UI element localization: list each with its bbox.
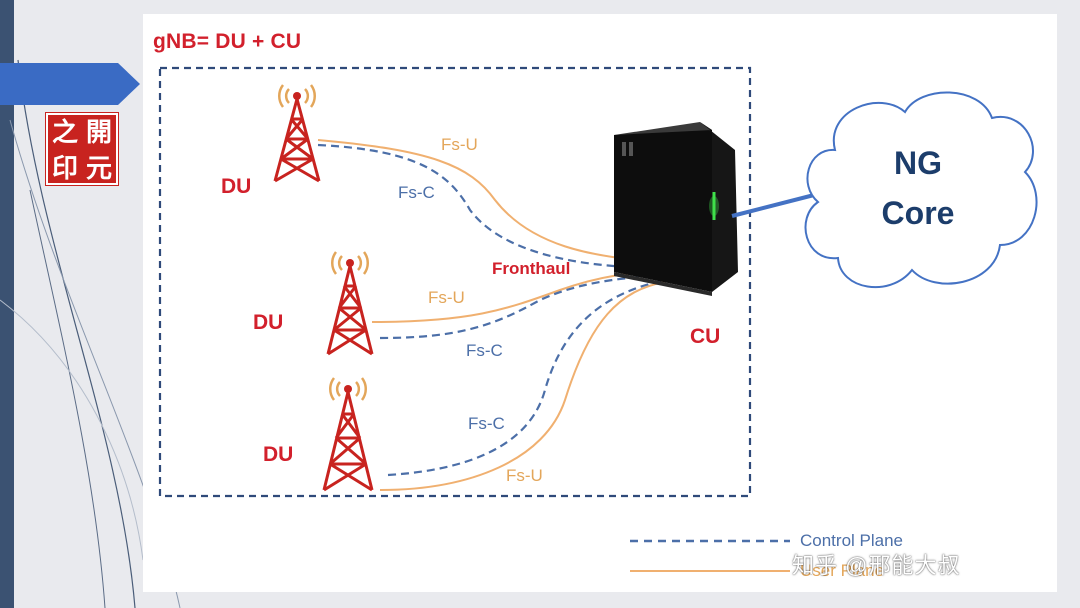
seal-char: 元 (85, 154, 112, 184)
cu-label: CU (690, 325, 721, 348)
seal-char: 開 (85, 118, 112, 148)
fs-u-label: Fs-U (506, 466, 543, 485)
seal-logo: 之 開 印 元 (46, 113, 118, 185)
du-label: DU (263, 443, 294, 466)
cu-core-link (731, 192, 819, 218)
du3-user-link (379, 281, 666, 491)
fs-u-label: Fs-U (441, 135, 478, 154)
ng-core-line1: NG (894, 145, 942, 181)
du-label: DU (253, 311, 284, 334)
du1-control-link (317, 143, 666, 270)
diagram-title: gNB= DU + CU (153, 30, 302, 53)
du-label: DU (221, 175, 252, 198)
arrow-tab-icon (0, 63, 140, 105)
fs-u-label: Fs-U (428, 288, 465, 307)
watermark: 知乎 @邢能大叔 (792, 553, 961, 578)
server-icon (614, 122, 738, 296)
fs-c-label: Fs-C (468, 414, 505, 433)
fs-c-label: Fs-C (466, 341, 503, 360)
fronthaul-label: Fronthaul (492, 259, 571, 278)
user-plane-links (317, 139, 666, 491)
seal-char: 之 (51, 118, 78, 148)
cell-tower-icon (273, 84, 321, 183)
ng-core-line2: Core (881, 195, 955, 231)
legend-control-label: Control Plane (800, 531, 904, 550)
du1-user-link (317, 139, 666, 263)
legend-user-label: User Plane (800, 561, 885, 580)
du3-control-link (387, 278, 666, 477)
gnb-boundary-box (158, 66, 752, 498)
cell-tower-icon (326, 251, 374, 356)
du2-control-link (379, 273, 666, 340)
cell-tower-icon (322, 377, 374, 492)
cloud-icon (804, 91, 1038, 288)
seal-char: 印 (51, 154, 78, 184)
control-plane-links (317, 143, 666, 477)
fs-c-label: Fs-C (398, 183, 435, 202)
